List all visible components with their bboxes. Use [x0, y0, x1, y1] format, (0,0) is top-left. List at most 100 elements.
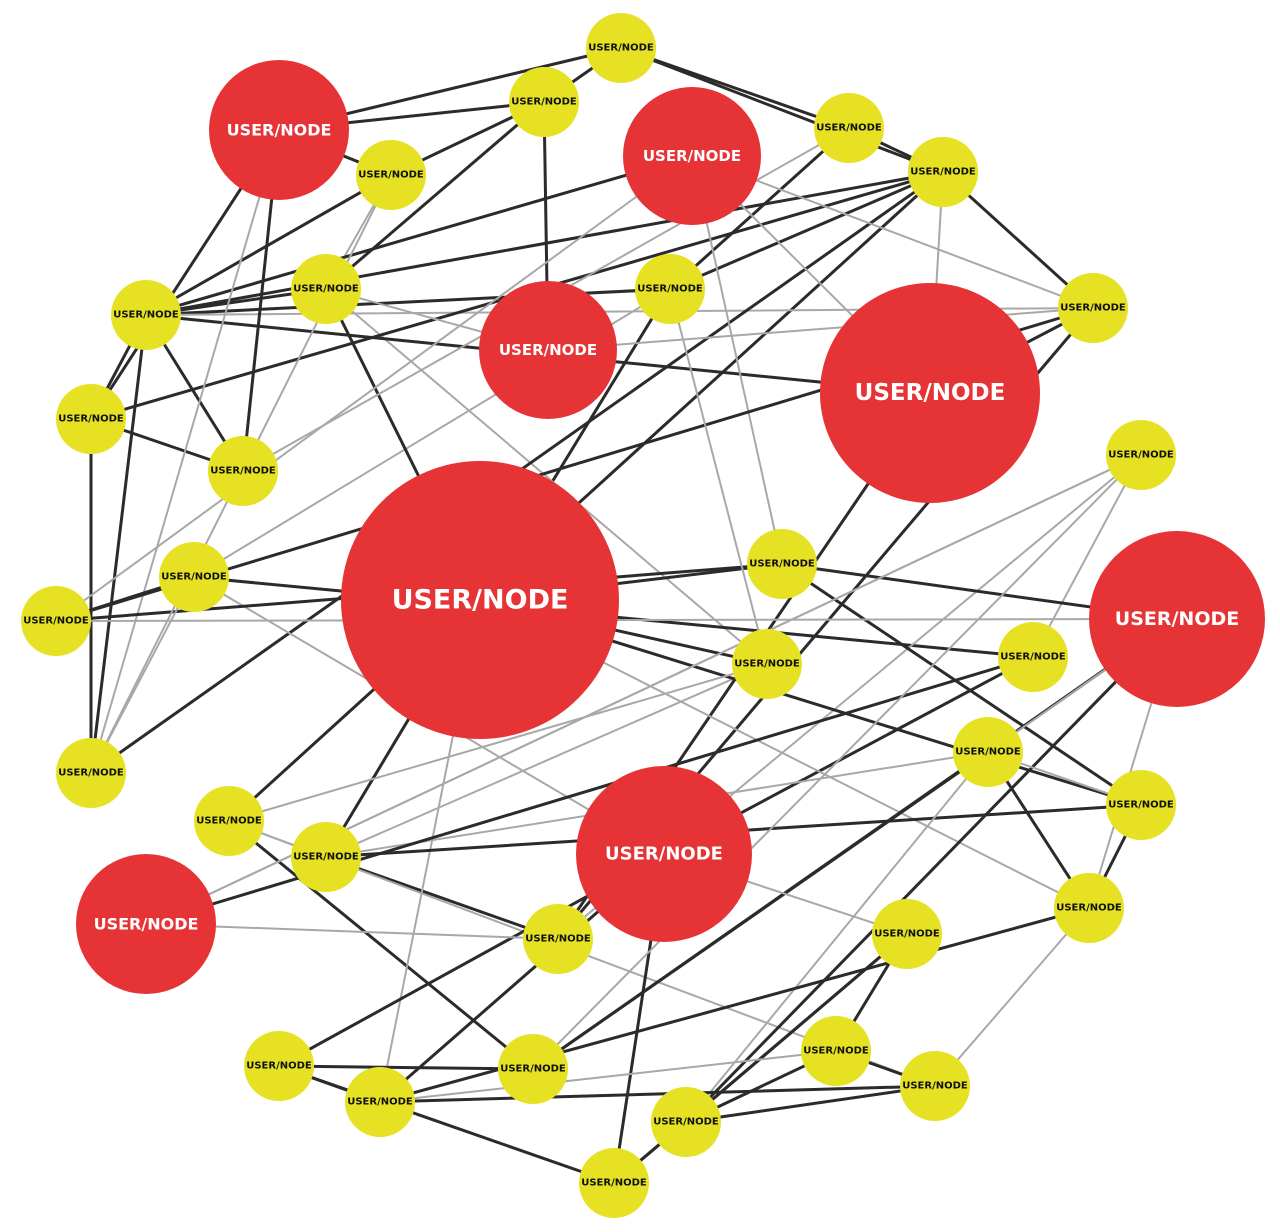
- node-label: USER/NODE: [196, 816, 262, 827]
- node-circle: [523, 904, 593, 974]
- minor-node-y13[interactable]: USER/NODE: [1058, 273, 1128, 343]
- node-label: USER/NODE: [605, 844, 723, 865]
- edge-m1-y12: [90, 129, 280, 774]
- minor-node-y17[interactable]: USER/NODE: [523, 904, 593, 974]
- minor-node-y15[interactable]: USER/NODE: [21, 586, 91, 656]
- edge-m2-y13: [691, 155, 1094, 309]
- major-node-m2[interactable]: USER/NODE: [623, 87, 761, 225]
- edge-y18-m8: [144, 655, 1035, 926]
- edge-y16-y19: [228, 663, 768, 822]
- node-label: USER/NODE: [637, 284, 703, 295]
- minor-node-y21[interactable]: USER/NODE: [1106, 770, 1176, 840]
- edge-y3-y6: [668, 126, 851, 291]
- node-circle: [1089, 531, 1265, 707]
- minor-node-y9[interactable]: USER/NODE: [908, 137, 978, 207]
- node-label: USER/NODE: [734, 659, 800, 670]
- node-circle: [579, 1148, 649, 1218]
- node-label: USER/NODE: [23, 616, 89, 627]
- major-node-m6[interactable]: USER/NODE: [1089, 531, 1265, 707]
- node-label: USER/NODE: [525, 934, 591, 945]
- node-label: USER/NODE: [161, 572, 227, 583]
- node-label: USER/NODE: [1108, 450, 1174, 461]
- major-node-m5[interactable]: USER/NODE: [820, 283, 1040, 503]
- node-circle: [820, 283, 1040, 503]
- edge-y2-y7: [324, 100, 546, 291]
- minor-node-y5[interactable]: USER/NODE: [356, 140, 426, 210]
- minor-node-y7[interactable]: USER/NODE: [291, 254, 361, 324]
- node-label: USER/NODE: [1115, 608, 1239, 630]
- node-label: USER/NODE: [227, 121, 332, 140]
- minor-node-y6[interactable]: USER/NODE: [635, 254, 705, 324]
- minor-node-y18[interactable]: USER/NODE: [998, 622, 1068, 692]
- node-label: USER/NODE: [210, 466, 276, 477]
- minor-node-y10[interactable]: USER/NODE: [56, 384, 126, 454]
- node-circle: [953, 717, 1023, 787]
- edge-y24-y27: [277, 1064, 535, 1071]
- minor-node-y3[interactable]: USER/NODE: [814, 93, 884, 163]
- node-circle: [244, 1031, 314, 1101]
- minor-node-y28[interactable]: USER/NODE: [345, 1067, 415, 1137]
- node-layer: USER/NODEUSER/NODEUSER/NODEUSER/NODEUSER…: [21, 13, 1265, 1218]
- major-node-m3[interactable]: USER/NODE: [479, 281, 617, 419]
- node-circle: [159, 542, 229, 612]
- minor-node-y16[interactable]: USER/NODE: [732, 629, 802, 699]
- node-label: USER/NODE: [246, 1061, 312, 1072]
- minor-node-y24[interactable]: USER/NODE: [498, 1034, 568, 1104]
- node-circle: [814, 93, 884, 163]
- edge-y5-y8: [144, 173, 393, 317]
- node-circle: [208, 436, 278, 506]
- edge-y7-y16: [325, 288, 768, 665]
- minor-node-y33[interactable]: USER/NODE: [872, 899, 942, 969]
- edge-y26-y29: [934, 907, 1090, 1087]
- minor-node-y1[interactable]: USER/NODE: [586, 13, 656, 83]
- node-label: USER/NODE: [653, 1117, 719, 1128]
- node-circle: [341, 461, 619, 739]
- edge-y1-y4: [619, 46, 945, 174]
- node-circle: [801, 1016, 871, 1086]
- node-label: USER/NODE: [1000, 652, 1066, 663]
- minor-node-y25[interactable]: USER/NODE: [953, 717, 1023, 787]
- node-label: USER/NODE: [94, 915, 199, 934]
- minor-node-y27[interactable]: USER/NODE: [244, 1031, 314, 1101]
- node-circle: [900, 1051, 970, 1121]
- node-label: USER/NODE: [581, 1178, 647, 1189]
- edge-y1-y3: [619, 46, 851, 130]
- node-label: USER/NODE: [58, 414, 124, 425]
- minor-node-y20[interactable]: USER/NODE: [747, 529, 817, 599]
- node-circle: [76, 854, 216, 994]
- minor-node-y30[interactable]: USER/NODE: [651, 1087, 721, 1157]
- node-circle: [356, 140, 426, 210]
- node-circle: [498, 1034, 568, 1104]
- minor-node-y22[interactable]: USER/NODE: [291, 822, 361, 892]
- node-label: USER/NODE: [113, 310, 179, 321]
- node-label: USER/NODE: [749, 559, 815, 570]
- minor-node-y23[interactable]: USER/NODE: [1106, 420, 1176, 490]
- minor-node-y2[interactable]: USER/NODE: [509, 67, 579, 137]
- minor-node-y32[interactable]: USER/NODE: [801, 1016, 871, 1086]
- node-circle: [1058, 273, 1128, 343]
- edge-y4-y6: [668, 170, 945, 291]
- major-node-m8[interactable]: USER/NODE: [76, 854, 216, 994]
- node-label: USER/NODE: [293, 852, 359, 863]
- minor-node-y12[interactable]: USER/NODE: [56, 738, 126, 808]
- minor-node-y31[interactable]: USER/NODE: [579, 1148, 649, 1218]
- node-label: USER/NODE: [902, 1081, 968, 1092]
- node-circle: [586, 13, 656, 83]
- major-node-m1[interactable]: USER/NODE: [209, 60, 349, 200]
- minor-node-y26[interactable]: USER/NODE: [1054, 873, 1124, 943]
- node-circle: [651, 1087, 721, 1157]
- minor-node-y11[interactable]: USER/NODE: [208, 436, 278, 506]
- minor-node-y29[interactable]: USER/NODE: [900, 1051, 970, 1121]
- minor-node-y14[interactable]: USER/NODE: [159, 542, 229, 612]
- node-circle: [509, 67, 579, 137]
- edge-y16-y22: [325, 663, 768, 858]
- major-node-m4[interactable]: USER/NODE: [341, 461, 619, 739]
- minor-node-y8[interactable]: USER/NODE: [111, 280, 181, 350]
- node-label: USER/NODE: [347, 1097, 413, 1108]
- node-circle: [747, 529, 817, 599]
- minor-node-y19[interactable]: USER/NODE: [194, 786, 264, 856]
- edge-m6-y30: [684, 617, 1179, 1124]
- major-node-m7[interactable]: USER/NODE: [576, 766, 752, 942]
